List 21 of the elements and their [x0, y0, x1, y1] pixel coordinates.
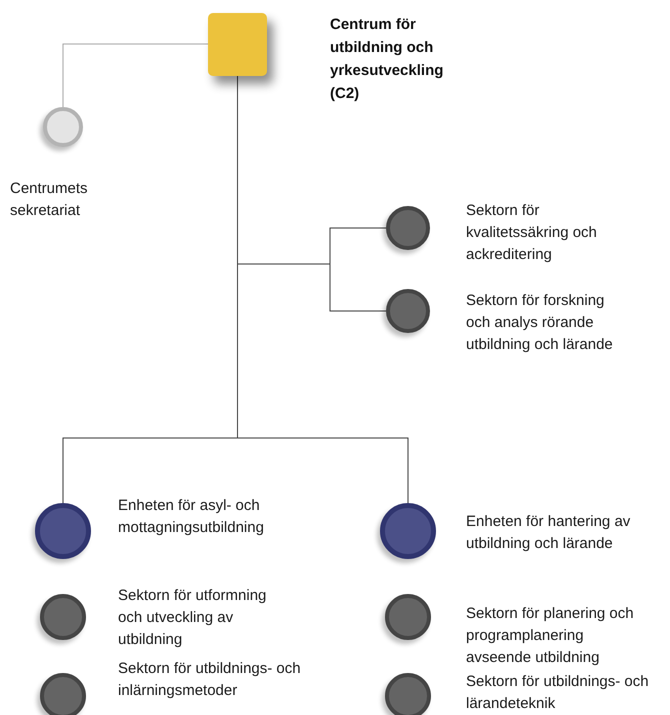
unit-label: Centrumets sekretariat: [10, 179, 89, 221]
connector-line: [62, 44, 208, 108]
circle-marker: [40, 594, 86, 640]
circle-marker: [43, 107, 83, 147]
unit-label: Enheten för hantering av utbildning och lärande: [466, 512, 632, 554]
circle-marker: [385, 594, 431, 640]
unit-label: Sektorn för utbildnings- och inlärningsmetoder: [118, 659, 302, 701]
unit-heading: Centrum för utbildning och yrkesutveckling (C2): [330, 15, 444, 104]
circle-marker: [40, 673, 86, 715]
circle-marker: [380, 503, 436, 559]
circle-marker: [386, 289, 430, 333]
square-marker: [208, 13, 267, 76]
unit-label: Enheten för asyl- och mottagningsutbildning: [118, 496, 265, 538]
unit-label: Sektorn för utbildnings- och lärandeteknik: [466, 672, 650, 714]
unit-label: Sektorn för utformning och utveckling av utbildning: [118, 586, 268, 650]
unit-label: Sektorn för planering och programplanering avseende utbildning: [466, 604, 635, 668]
circle-marker: [386, 206, 430, 250]
circle-marker: [385, 673, 431, 715]
circle-marker: [35, 503, 91, 559]
unit-label: Sektorn för forskning och analys rörande utbildning och lärande: [466, 291, 614, 355]
unit-label: Sektorn för kvalitetssäkring och ackreditering: [466, 201, 598, 265]
